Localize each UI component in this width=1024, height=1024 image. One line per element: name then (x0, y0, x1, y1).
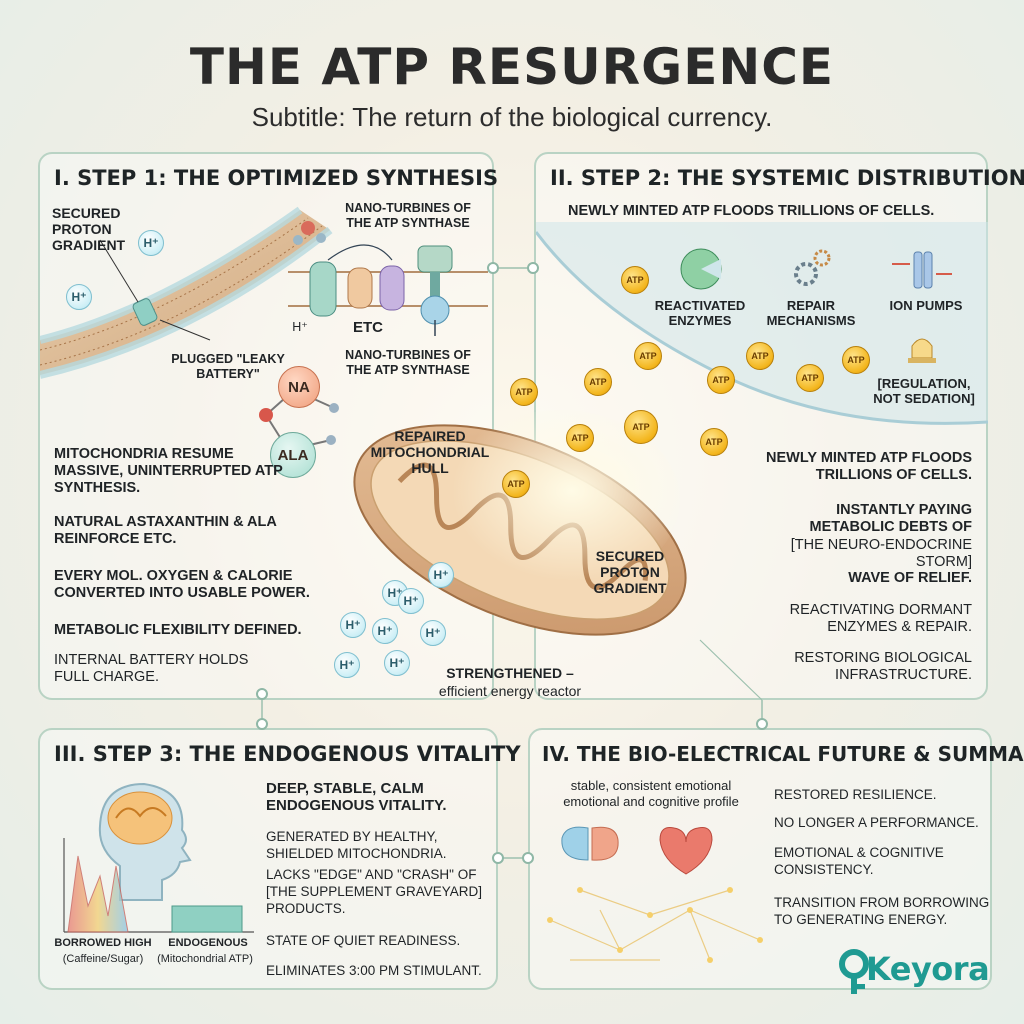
head-brain-illustration (98, 782, 192, 901)
proton-icon: H⁺ (398, 588, 424, 614)
panel3-text1: DEEP, STABLE, CALM ENDOGENOUS VITALITY. (266, 780, 447, 814)
label-repair-mechanisms: REPAIR MECHANISMS (766, 298, 856, 328)
panel2-text3: WAVE OF RELIEF. (848, 570, 972, 586)
panel4-text4: TRANSITION FROM BORROWING TO GENERATING … (774, 895, 990, 927)
label-turbines-bottom: NANO-TURBINES OF THE ATP SYNTHASE (345, 348, 471, 377)
panel1-text1: MITOCHONDRIA RESUME MASSIVE, UNINTERRUPT… (54, 446, 283, 496)
label-turbines-top: NANO-TURBINES OF THE ATP SYNTHASE (345, 201, 471, 230)
panel1-text2: NATURAL ASTAXANTHIN & ALA REINFORCE ETC. (54, 514, 277, 547)
panel1-text3: EVERY MOL. OXYGEN & CALORIE CONVERTED IN… (54, 568, 310, 601)
atp-icon: ATP (584, 368, 612, 396)
atp-synthase-illustration (288, 221, 488, 336)
label-repaired-hull: REPAIRED MITOCHONDRIAL HULL (370, 428, 490, 476)
atp-icon: ATP (700, 428, 728, 456)
label-energy-reactor: efficient energy reactor (438, 683, 582, 699)
membrane-illustration (40, 206, 333, 379)
panel3-text5: ELIMINATES 3:00 PM STIMULANT. (266, 963, 482, 978)
label-strengthened: STRENGTHENED – (446, 665, 574, 681)
connector-dot (522, 852, 534, 864)
panel1-heading: I. STEP 1: THE OPTIMIZED SYNTHESIS (54, 166, 499, 190)
atp-icon: ATP (510, 378, 538, 406)
panel2-heading: II. STEP 2: THE SYSTEMIC DISTRIBUTION (550, 166, 1024, 190)
label-endogenous-sub: (Mitochondrial ATP) (157, 953, 253, 965)
label-endogenous: ENDOGENOUS (168, 937, 248, 949)
proton-icon: H⁺ (428, 562, 454, 588)
label-regulation: [REGULATION, NOT SEDATION] (873, 376, 975, 406)
ion-pump-icon (892, 251, 952, 289)
panel2-text1: NEWLY MINTED ATP FLOODS TRILLIONS OF CEL… (766, 450, 972, 483)
alarm-bell-icon (908, 338, 936, 363)
gear-icon (794, 249, 831, 286)
proton-icon: H⁺ (340, 612, 366, 638)
atp-icon: ATP (634, 342, 662, 370)
atp-icon: ATP (502, 470, 530, 498)
panel3-text2: GENERATED BY HEALTHY, SHIELDED MITOCHOND… (266, 829, 447, 861)
connector-dot (256, 688, 268, 700)
panel3-heading: III. STEP 3: THE ENDOGENOUS VITALITY (54, 742, 521, 766)
label-borrowed-sub: (Caffeine/Sugar) (62, 953, 144, 965)
atp-icon: ATP (707, 366, 735, 394)
panel3-text4: STATE OF QUIET READINESS. (266, 933, 461, 948)
label-ion-pumps: ION PUMPS (889, 298, 963, 313)
page-title: THE ATP RESURGENCE (189, 38, 835, 96)
keyora-key-icon (839, 949, 869, 994)
label-plugged-battery: PLUGGED "LEAKY BATTERY" (171, 352, 285, 381)
connector-dot (492, 852, 504, 864)
enzyme-icon (680, 248, 722, 290)
connector-dot (487, 262, 499, 274)
label-secured-gradient: SECURED PROTON GRADIENT (52, 205, 126, 253)
panel4-text3: EMOTIONAL & COGNITIVE CONSISTENCY. (774, 845, 944, 877)
brand-logo: Keyora (866, 950, 990, 988)
connector-dot (756, 718, 768, 730)
panel1-text4: METABOLIC FLEXIBILITY DEFINED. (54, 622, 302, 638)
connector-dot (527, 262, 539, 274)
atp-icon: ATP (796, 364, 824, 392)
atp-icon: ATP (842, 346, 870, 374)
label-reactivated-enzymes: REACTIVATED ENZYMES (654, 298, 746, 328)
panel4-heading: IV. THE BIO-ELECTRICAL FUTURE & SUMMARY (542, 742, 1024, 766)
label-center-gradient: SECURED PROTON GRADIENT (593, 548, 667, 596)
label-borrowed-high: BORROWED HIGH (54, 937, 152, 949)
connector-dot (256, 718, 268, 730)
atp-icon: ATP (746, 342, 774, 370)
panel2-text4: REACTIVATING DORMANT ENZYMES & REPAIR. (789, 602, 972, 635)
atp-icon: ATP (624, 410, 658, 444)
panel4-text2: NO LONGER A PERFORMANCE. (774, 815, 979, 830)
panel2-text5: RESTORING BIOLOGICAL INFRASTRUCTURE. (794, 650, 972, 683)
panel4-caption: stable, consistent emotional emotional a… (563, 778, 739, 809)
proton-icon: H⁺ (420, 620, 446, 646)
page-subtitle: Subtitle: The return of the biological c… (251, 102, 773, 132)
atp-icon: ATP (566, 424, 594, 452)
atp-icon: ATP (621, 266, 649, 294)
molecule-na: NA (278, 366, 320, 408)
panel3-text3: LACKS "EDGE" AND "CRASH" OF [THE SUPPLEM… (266, 867, 483, 916)
proton-icon: H⁺ (138, 230, 164, 256)
panel4-text1: RESTORED RESILIENCE. (774, 787, 937, 802)
energy-comparison-chart (63, 838, 254, 933)
proton-icon: H⁺ (384, 650, 410, 676)
molecule-ala: ALA (270, 432, 316, 478)
panel2-text2b: [THE NEURO-ENDOCRINE STORM] (790, 537, 972, 570)
label-etc: ETC (353, 319, 383, 336)
proton-icon: H⁺ (66, 284, 92, 310)
panel2-text2: INSTANTLY PAYING METABOLIC DEBTS OF (809, 502, 972, 535)
panel1-text5: INTERNAL BATTERY HOLDS FULL CHARGE. (54, 652, 249, 685)
proton-icon: H⁺ (372, 618, 398, 644)
label-hplus: H⁺ (292, 320, 308, 334)
panel2-sub: NEWLY MINTED ATP FLOODS TRILLIONS OF CEL… (568, 203, 935, 219)
proton-icon: H⁺ (334, 652, 360, 678)
brain-heart-network-illustration (547, 826, 763, 963)
